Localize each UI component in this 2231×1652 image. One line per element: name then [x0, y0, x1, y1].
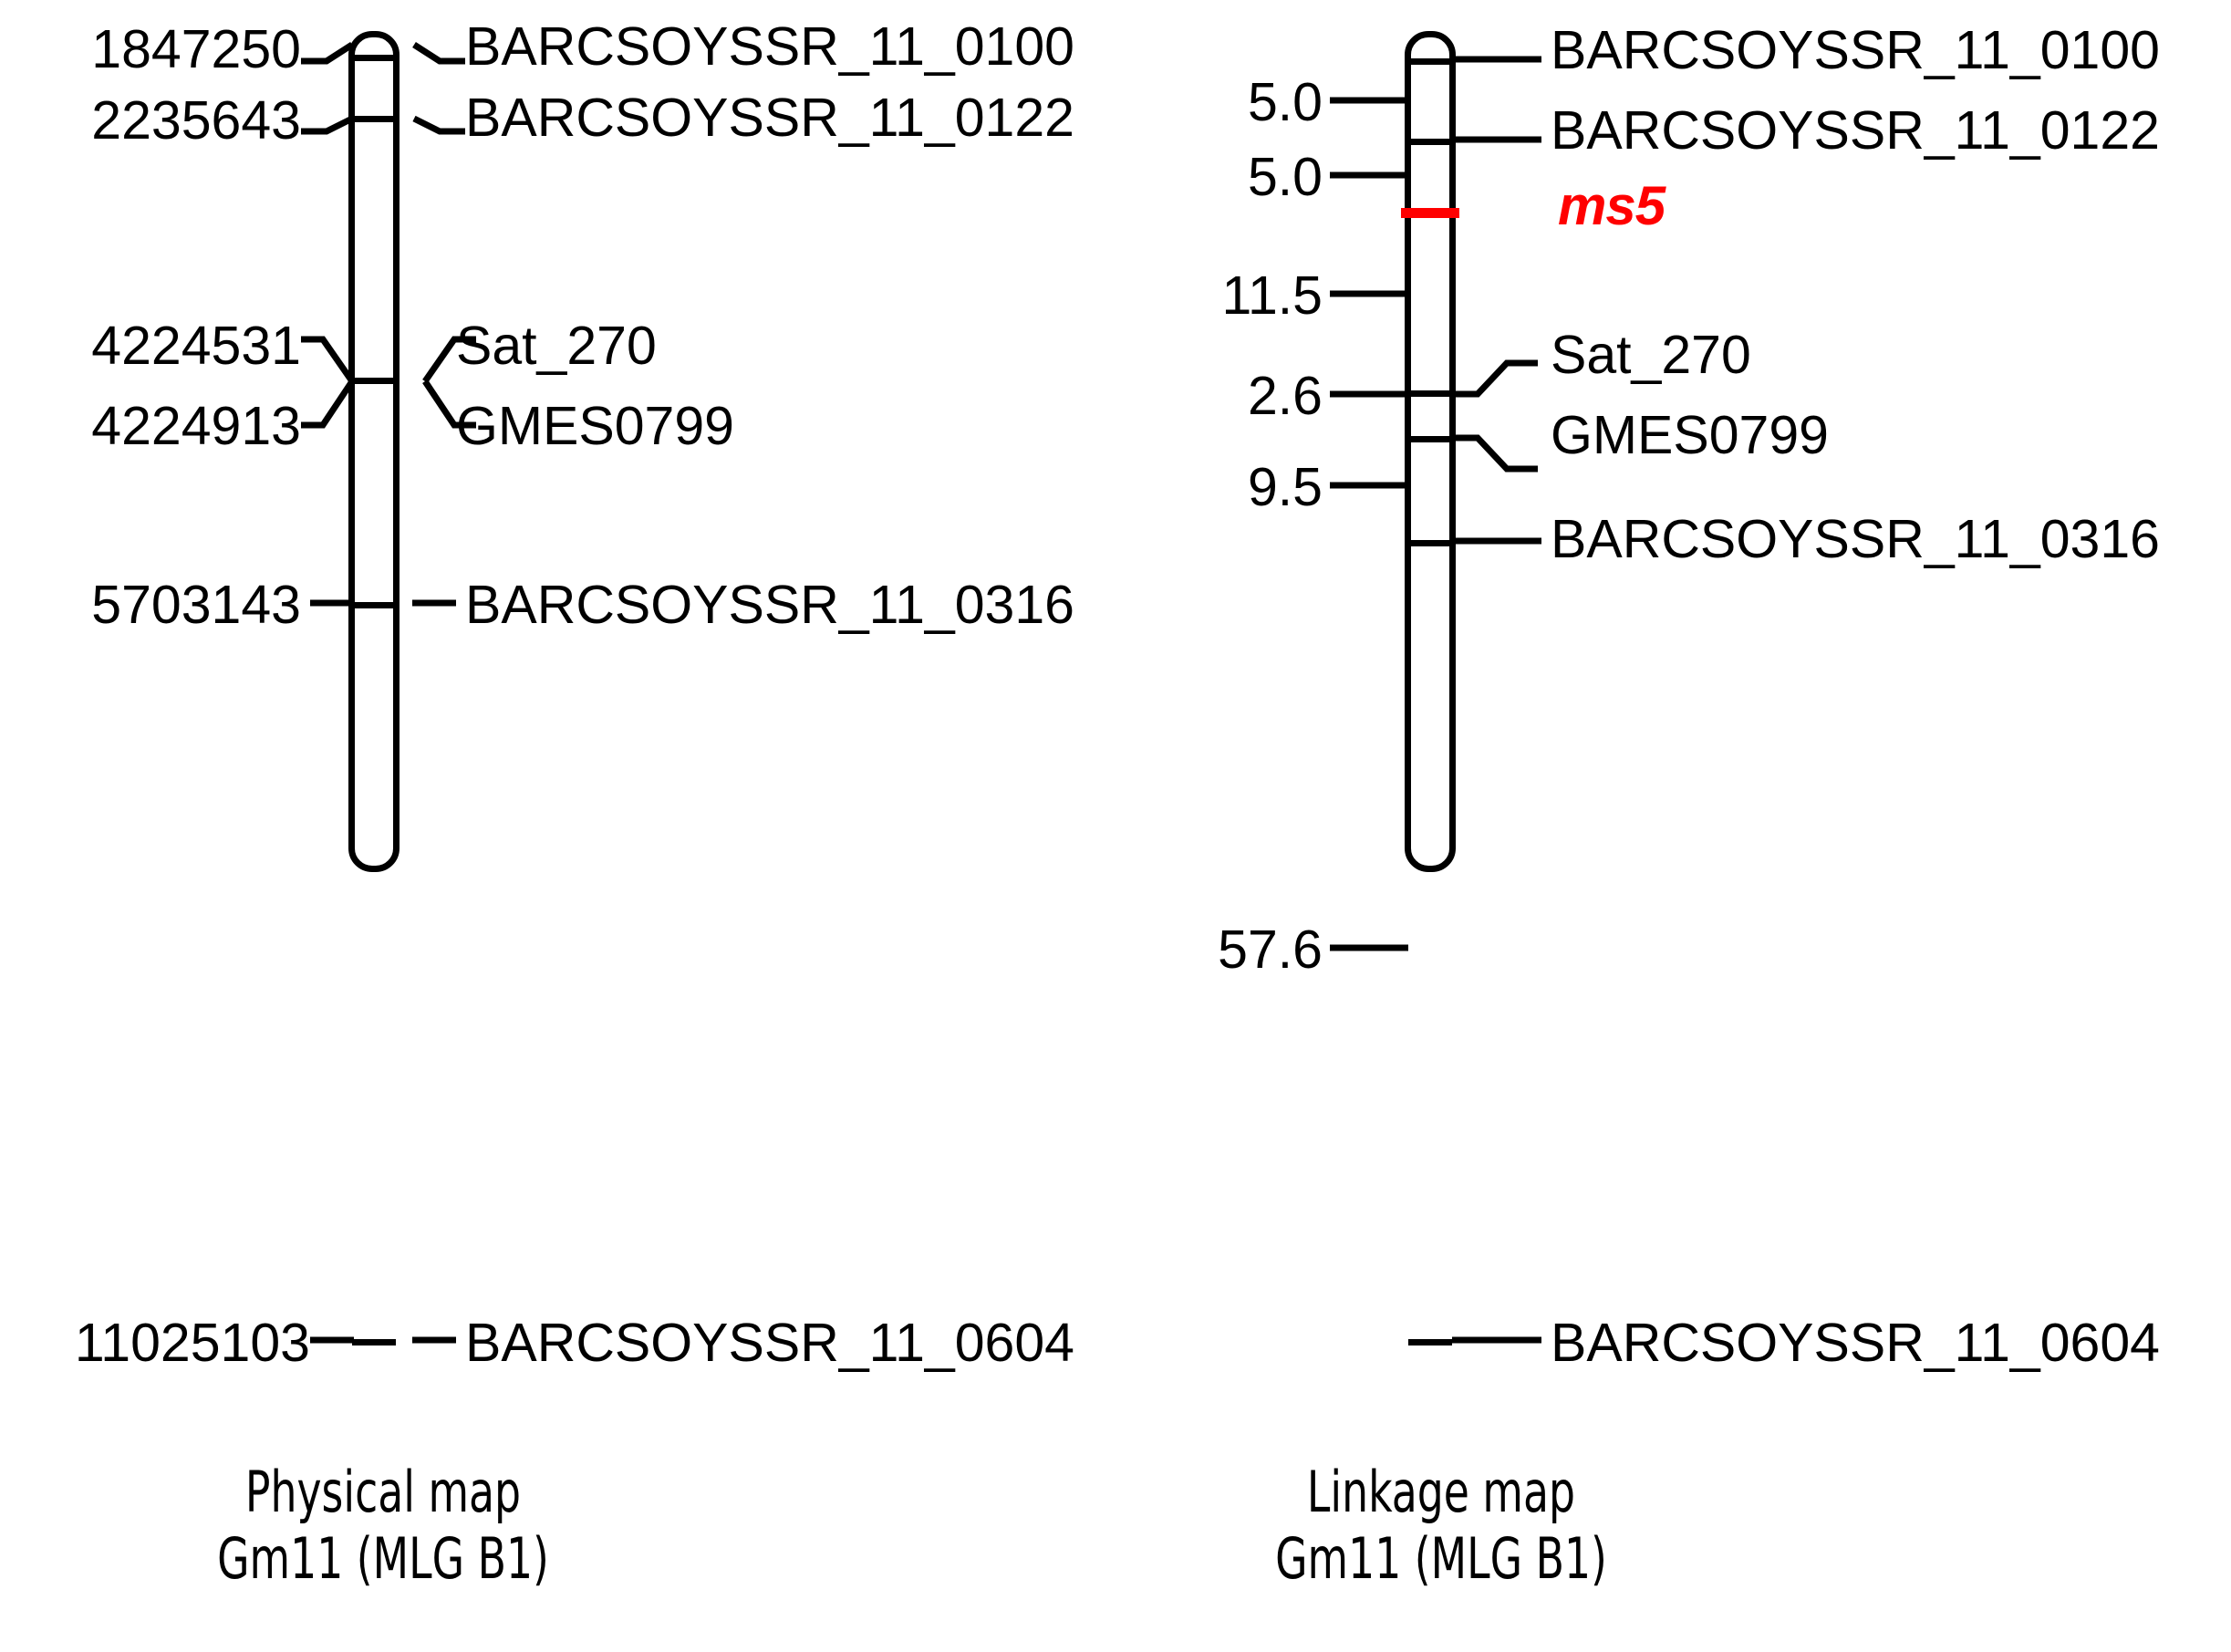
physical-marker-5: BARCSOYSSR_11_0604: [465, 1313, 1074, 1373]
linkage-distance-2: 11.5: [1221, 265, 1323, 326]
physical-marker-1: BARCSOYSSR_11_0122: [465, 88, 1074, 148]
linkage-connector-sat270: [1450, 359, 1538, 398]
linkage-distance-tick-0: [1330, 97, 1408, 104]
physical-tick-0100: [352, 55, 396, 61]
physical-chromosome-bar: [348, 31, 400, 872]
physical-tick-0604: [352, 1339, 396, 1345]
linkage-connector-0316: [1452, 537, 1541, 545]
linkage-marker-1: BARCSOYSSR_11_0122: [1551, 100, 2160, 161]
physical-position-1: 2235643: [91, 90, 301, 151]
linkage-tick-gmes0799: [1408, 436, 1452, 442]
linkage-tick-0122: [1408, 139, 1452, 145]
linkage-connector-gmes0799: [1450, 434, 1538, 473]
physical-caption-line2: Gm11 (MLG B1): [217, 1524, 549, 1592]
physical-tick-0316: [352, 602, 396, 608]
linkage-distance-5: 57.6: [1218, 920, 1323, 980]
physical-marker-0: BARCSOYSSR_11_0100: [465, 16, 1074, 77]
physical-position-4: 5703143: [91, 575, 301, 635]
linkage-caption-line1: Linkage map: [1306, 1459, 1576, 1525]
linkage-connector-1: [1452, 136, 1541, 143]
linkage-marker-ms5: ms5: [1558, 175, 1665, 236]
linkage-marker-gmes0799: GMES0799: [1551, 405, 1829, 465]
linkage-tick-0100: [1408, 58, 1452, 65]
linkage-tick-0604: [1408, 1339, 1452, 1345]
linkage-chromosome-bar: [1405, 31, 1456, 872]
physical-map-caption: Physical map Gm11 (MLG B1): [114, 1459, 652, 1592]
physical-caption-line1: Physical map: [244, 1459, 522, 1525]
physical-position-3: 4224913: [91, 396, 301, 456]
linkage-distance-tick-5: [1330, 944, 1408, 951]
linkage-marker-0604: BARCSOYSSR_11_0604: [1551, 1313, 2160, 1373]
physical-map-panel: 1847250 2235643 4224531 4224913 5703143 …: [0, 0, 1095, 1652]
linkage-distance-tick-1: [1330, 171, 1408, 179]
physical-tick-0122: [352, 116, 396, 122]
linkage-marker-sat270: Sat_270: [1551, 325, 1751, 385]
linkage-map-caption: Linkage map Gm11 (MLG B1): [1172, 1459, 1710, 1592]
linkage-connector-0604: [1452, 1336, 1541, 1344]
linkage-tick-ms5: [1401, 208, 1459, 218]
physical-marker-3: GMES0799: [456, 396, 734, 456]
linkage-distance-1: 5.0: [1247, 147, 1323, 207]
linkage-tick-0316: [1408, 540, 1452, 546]
physical-marker-4: BARCSOYSSR_11_0316: [465, 575, 1074, 635]
linkage-map-panel: 5.0 5.0 11.5 2.6 9.5 57.6 BARCSOYSSR_11_…: [1095, 0, 2231, 1652]
linkage-distance-0: 5.0: [1247, 72, 1323, 132]
linkage-distance-tick-3: [1330, 390, 1408, 398]
physical-position-2: 4224531: [91, 316, 301, 376]
linkage-distance-4: 9.5: [1247, 457, 1323, 517]
linkage-marker-0316: BARCSOYSSR_11_0316: [1551, 509, 2160, 569]
physical-marker-2: Sat_270: [456, 316, 657, 376]
linkage-tick-sat270: [1408, 390, 1452, 397]
physical-position-5: 11025103: [74, 1313, 310, 1373]
linkage-distance-tick-2: [1330, 290, 1408, 297]
linkage-caption-line2: Gm11 (MLG B1): [1275, 1524, 1607, 1592]
physical-position-0: 1847250: [91, 19, 301, 79]
linkage-distance-3: 2.6: [1247, 366, 1323, 426]
physical-tick-sat270-gmes0799: [352, 378, 396, 384]
linkage-marker-0: BARCSOYSSR_11_0100: [1551, 20, 2160, 80]
linkage-connector-0: [1452, 56, 1541, 63]
linkage-distance-tick-4: [1330, 482, 1408, 489]
